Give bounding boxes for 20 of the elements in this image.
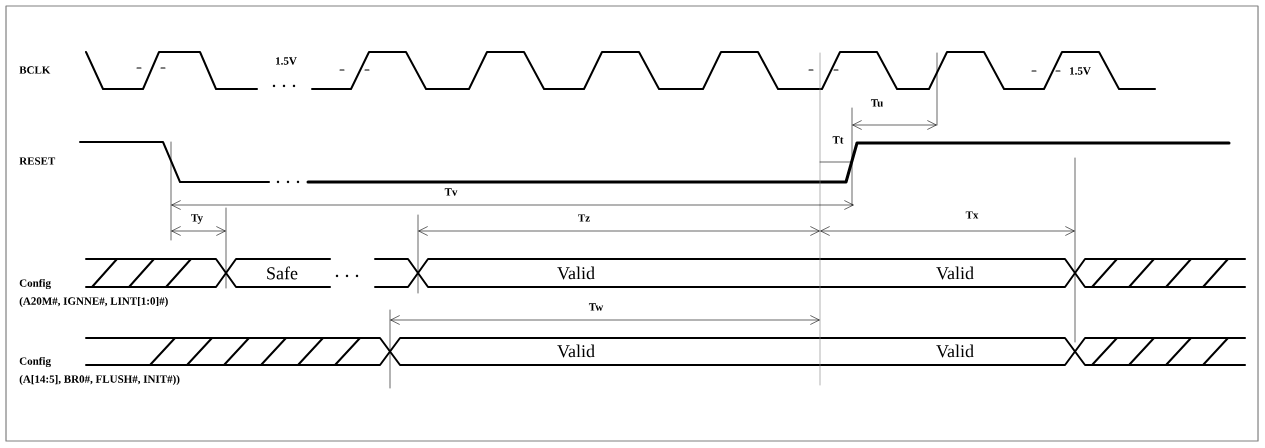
signal-label: Config	[19, 356, 51, 368]
timing-label: Tx	[965, 211, 979, 219]
signal-label: (A[14:5], BR0#, FLUSH#, INIT#))	[19, 375, 180, 385]
timing-label: Ty	[191, 214, 203, 224]
timing-label: 1.5V	[276, 57, 297, 65]
timing-label: 1.5V	[1070, 67, 1091, 75]
bus-value-label: Valid	[557, 266, 595, 280]
bus-value-label: Safe	[267, 266, 298, 280]
timing-label: Tz	[578, 214, 590, 222]
signal-label: (A20M#, IGNNE#, LINT[1:0]#)	[19, 297, 168, 307]
timing-label: Tt	[832, 136, 844, 144]
bus-value-label: Valid	[936, 266, 974, 280]
signal-label: RESET	[19, 157, 56, 165]
signal-label: Config	[19, 278, 51, 290]
timing-label: Tu	[870, 99, 883, 107]
timing-label: Tw	[588, 303, 604, 311]
bus-value-label: Valid	[936, 344, 974, 358]
bus-value-label: Valid	[557, 344, 595, 358]
signal-label: BCLK	[19, 66, 51, 74]
timing-label: Tv	[444, 188, 458, 196]
